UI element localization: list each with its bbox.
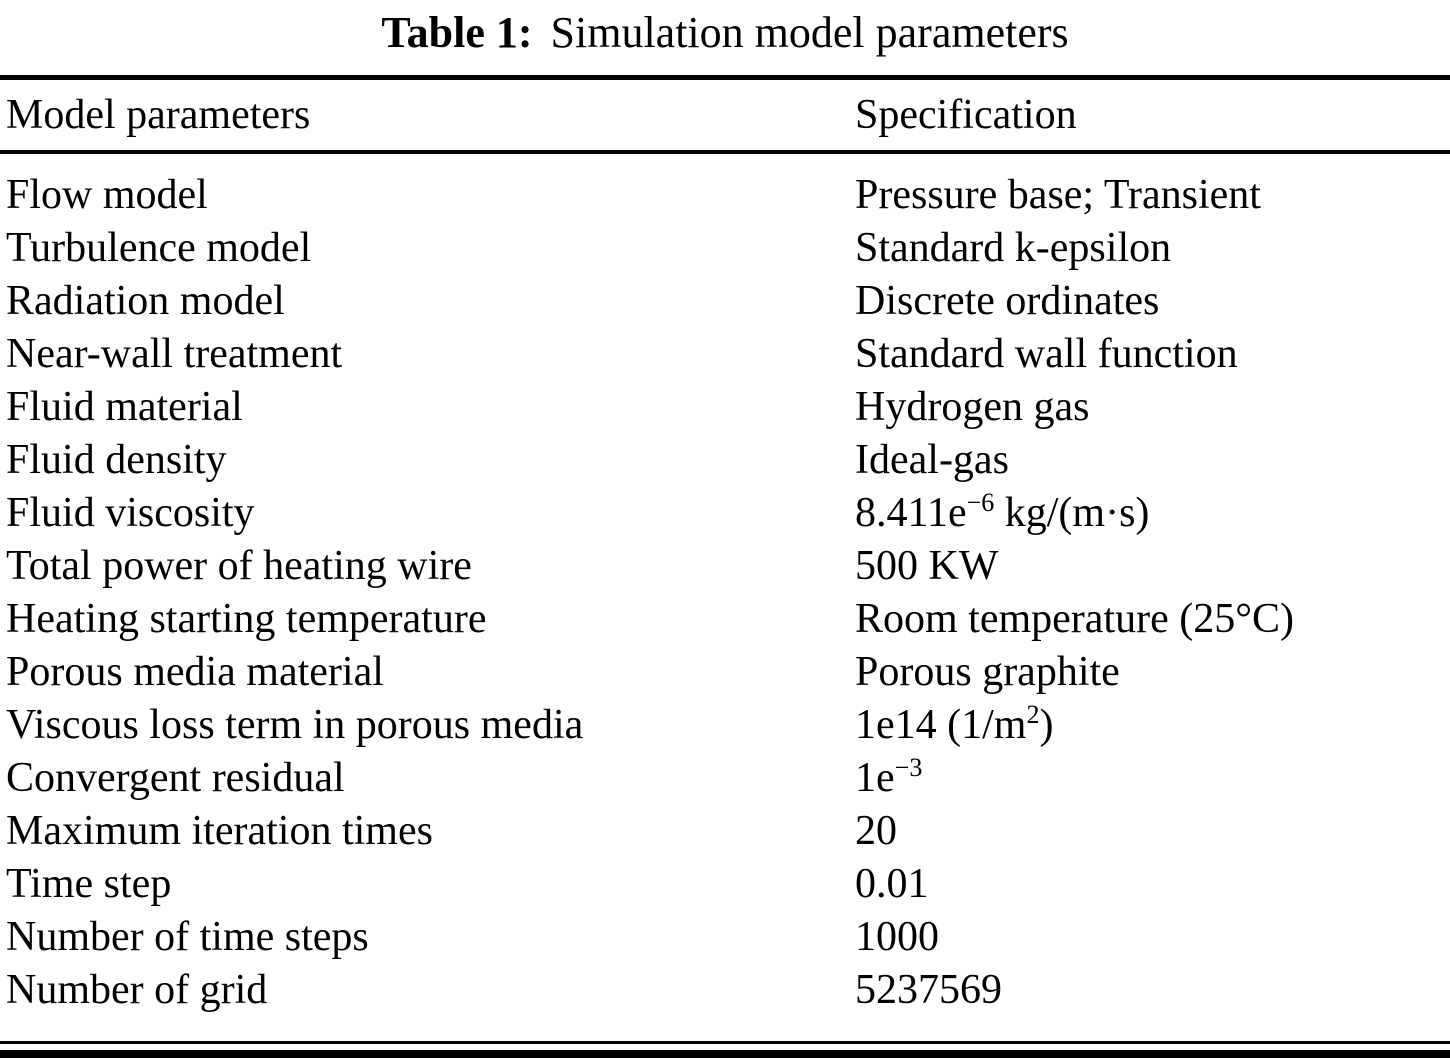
table-row: Heating starting temperature Room tempera… bbox=[0, 592, 1450, 645]
param-cell: Heating starting temperature bbox=[6, 595, 487, 642]
param-cell: Fluid density bbox=[6, 436, 227, 483]
table-row: Maximum iteration times 20 bbox=[0, 804, 1450, 857]
spec-cell: 1e−3 bbox=[855, 752, 923, 801]
table-row: Radiation model Discrete ordinates bbox=[0, 274, 1450, 327]
table-row: Near-wall treatment Standard wall functio… bbox=[0, 327, 1450, 380]
param-cell: Time step bbox=[6, 860, 172, 907]
table-row: Number of time steps 1000 bbox=[0, 910, 1450, 963]
spec-cell: Hydrogen gas bbox=[855, 383, 1090, 430]
table-row: Fluid viscosity 8.411e−6 kg/(m·s) bbox=[0, 486, 1450, 539]
header-specification: Specification bbox=[855, 77, 1450, 154]
spec-cell: 1e14 (1/m2) bbox=[855, 699, 1054, 748]
spec-cell: 1000 bbox=[855, 913, 939, 960]
spec-cell: Ideal-gas bbox=[855, 436, 1009, 483]
caption-label: Table 1: bbox=[381, 8, 533, 57]
parameters-table: Model parameters Specification Flow mode… bbox=[0, 75, 1450, 1016]
param-cell: Flow model bbox=[6, 171, 208, 218]
param-cell: Number of time steps bbox=[6, 913, 369, 960]
table-row: Flow model Pressure base; Transient bbox=[0, 152, 1450, 221]
param-cell: Maximum iteration times bbox=[6, 807, 433, 854]
param-cell: Convergent residual bbox=[6, 754, 345, 801]
table-row: Time step 0.01 bbox=[0, 857, 1450, 910]
spec-cell: Pressure base; Transient bbox=[855, 171, 1261, 218]
table-caption: Table 1: Simulation model parameters bbox=[0, 0, 1450, 75]
table-row: Fluid density Ideal-gas bbox=[0, 433, 1450, 486]
header-row: Model parameters Specification bbox=[0, 77, 1450, 154]
bottom-rule-thick bbox=[0, 1050, 1450, 1058]
superscript: −6 bbox=[966, 487, 995, 517]
param-cell: Fluid viscosity bbox=[6, 489, 255, 536]
spec-cell: Standard wall function bbox=[855, 330, 1238, 377]
spec-cell: 0.01 bbox=[855, 860, 929, 907]
param-cell: Number of grid bbox=[6, 966, 268, 1013]
superscript: −3 bbox=[894, 752, 923, 782]
param-cell: Near-wall treatment bbox=[6, 330, 343, 377]
spec-cell: 20 bbox=[855, 807, 897, 854]
param-cell: Radiation model bbox=[6, 277, 285, 324]
param-cell: Turbulence model bbox=[6, 224, 312, 271]
spec-cell: Standard k-epsilon bbox=[855, 224, 1172, 271]
table-row: Fluid material Hydrogen gas bbox=[0, 380, 1450, 433]
table-row: Convergent residual 1e−3 bbox=[0, 751, 1450, 804]
superscript: 2 bbox=[1026, 699, 1040, 729]
spec-cell: Porous graphite bbox=[855, 648, 1120, 695]
param-cell: Fluid material bbox=[6, 383, 243, 430]
table-row: Porous media material Porous graphite bbox=[0, 645, 1450, 698]
spec-cell: Discrete ordinates bbox=[855, 277, 1160, 324]
spec-cell: 500 KW bbox=[855, 542, 999, 589]
param-cell: Viscous loss term in porous media bbox=[6, 701, 584, 748]
spec-cell: Room temperature (25°C) bbox=[855, 595, 1295, 642]
param-cell: Porous media material bbox=[6, 648, 384, 695]
table-header: Model parameters Specification bbox=[0, 77, 1450, 154]
table-row: Viscous loss term in porous media 1e14 (1… bbox=[0, 698, 1450, 751]
param-cell: Total power of heating wire bbox=[6, 542, 472, 589]
header-model-parameters: Model parameters bbox=[0, 77, 855, 154]
spec-cell: 8.411e−6 kg/(m·s) bbox=[855, 487, 1150, 536]
table-row: Number of grid 5237569 bbox=[0, 963, 1450, 1016]
table-row: Turbulence model Standard k-epsilon bbox=[0, 221, 1450, 274]
table-row: Total power of heating wire 500 KW bbox=[0, 539, 1450, 592]
caption-title: Simulation model parameters bbox=[550, 8, 1069, 57]
bottom-rule-thin bbox=[0, 1041, 1450, 1044]
spec-cell: 5237569 bbox=[855, 966, 1002, 1013]
